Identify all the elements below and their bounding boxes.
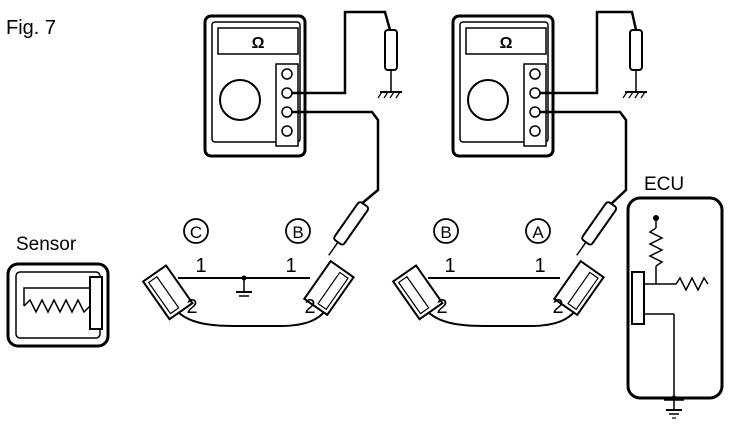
probe-right [576, 201, 618, 256]
harness-right [391, 259, 605, 327]
lead-probe-left [292, 110, 380, 206]
jack-1-left [281, 68, 293, 80]
meter-display-left [217, 27, 299, 55]
lead-ground-left [292, 10, 392, 95]
pin2-left-b: 2 [304, 296, 315, 318]
pin1-right-a: 1 [534, 255, 545, 277]
marker-b-left [285, 218, 311, 244]
multimeter-left: Ω [203, 14, 307, 158]
ecu-label: ECU [644, 174, 684, 195]
pin2-left-c: 2 [186, 296, 197, 318]
pin1-left-c: 1 [195, 255, 206, 277]
jack-2-right [529, 87, 541, 99]
connector-b-left [302, 259, 355, 317]
jack-3-left [281, 106, 293, 118]
lead-ground-right [540, 10, 638, 95]
jack-1-right [529, 68, 541, 80]
probe-ground-right [622, 29, 647, 99]
dial-knob-right [467, 79, 509, 121]
sensor-resistor [23, 298, 91, 314]
multimeter-right: Ω [451, 14, 555, 158]
dial-knob-left [219, 79, 261, 121]
probe-ground-left [377, 29, 402, 99]
harness-left [141, 259, 355, 327]
connector-c-left [141, 264, 194, 321]
probe-left [328, 201, 370, 256]
ecu-input-block [631, 271, 645, 325]
jack-4-left [281, 125, 293, 137]
pin2-right-b: 2 [436, 296, 447, 318]
marker-b-right [433, 218, 459, 244]
connector-a-right [552, 259, 605, 317]
sensor-label: Sensor [16, 234, 77, 255]
ecu-series-resistor [656, 276, 709, 292]
marker-a [525, 218, 551, 244]
pin1-left-b: 1 [285, 255, 296, 277]
figure-title: Fig. 7 [6, 17, 56, 39]
ecu-box [626, 196, 724, 419]
ecu-pullup-resistor [648, 227, 664, 267]
marker-a-label: A [532, 223, 544, 242]
ohm-symbol-left: Ω [252, 35, 265, 52]
meter-display-right [465, 27, 547, 55]
jack-2-left [281, 87, 293, 99]
lead-probe-right [540, 110, 628, 206]
marker-c-label: C [190, 223, 202, 242]
marker-b-left-label: B [292, 223, 303, 242]
sensor-body [6, 262, 110, 348]
jack-3-right [529, 106, 541, 118]
pin2-right-a: 2 [552, 296, 563, 318]
pin1-right-b: 1 [444, 255, 455, 277]
jack-4-right [529, 125, 541, 137]
marker-b-right-label: B [440, 223, 451, 242]
connector-b-right [391, 264, 444, 321]
ohm-symbol-right: Ω [500, 35, 513, 52]
marker-c [183, 218, 209, 244]
